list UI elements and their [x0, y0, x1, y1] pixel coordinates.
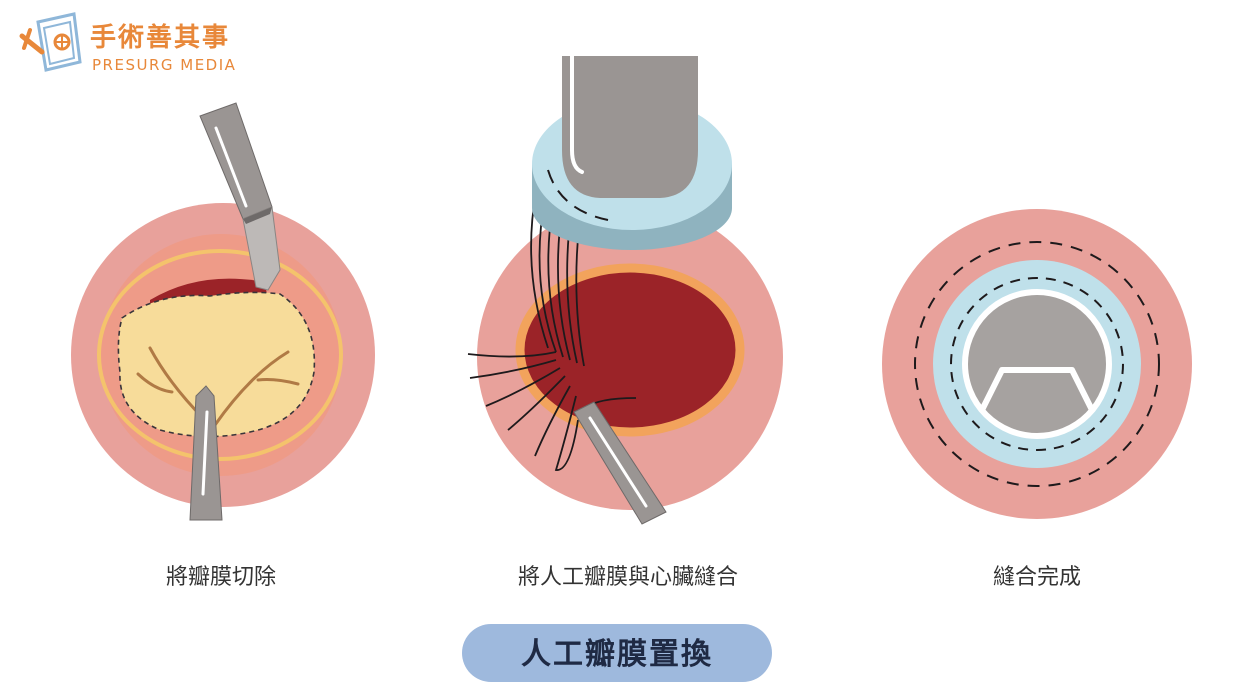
prosthetic-valve	[962, 289, 1112, 439]
panel-suture-complete	[882, 209, 1192, 519]
valve-cavity	[515, 263, 745, 437]
surgical-scissors-icon	[199, 102, 281, 291]
valve-struts	[979, 367, 1095, 412]
panel-suture-valve	[467, 54, 783, 525]
logo-mark-icon	[19, 12, 82, 72]
step-label-2: 將人工瓣膜與心臟縫合	[518, 565, 738, 590]
page-title: 人工瓣膜置換	[521, 637, 713, 672]
forceps-icon	[189, 385, 223, 521]
suture-line-outer	[914, 241, 1160, 487]
logo-name-en: PRESURG MEDIA	[92, 56, 236, 74]
title-badge: 人工瓣膜置換	[462, 624, 772, 682]
suture-line-inner	[950, 277, 1124, 451]
valve-holder-handle-icon	[562, 54, 698, 198]
step-label-1: 將瓣膜切除	[166, 565, 276, 590]
panel-remove-valve	[71, 102, 375, 521]
logo-name-cn: 手術善其事	[90, 22, 230, 53]
valve-leaflet	[117, 291, 316, 438]
brand-logo: 手術善其事 PRESURG MEDIA	[19, 12, 236, 74]
step-label-3: 縫合完成	[993, 565, 1081, 590]
needle-holder-icon	[573, 401, 667, 525]
title-pill	[462, 624, 772, 682]
